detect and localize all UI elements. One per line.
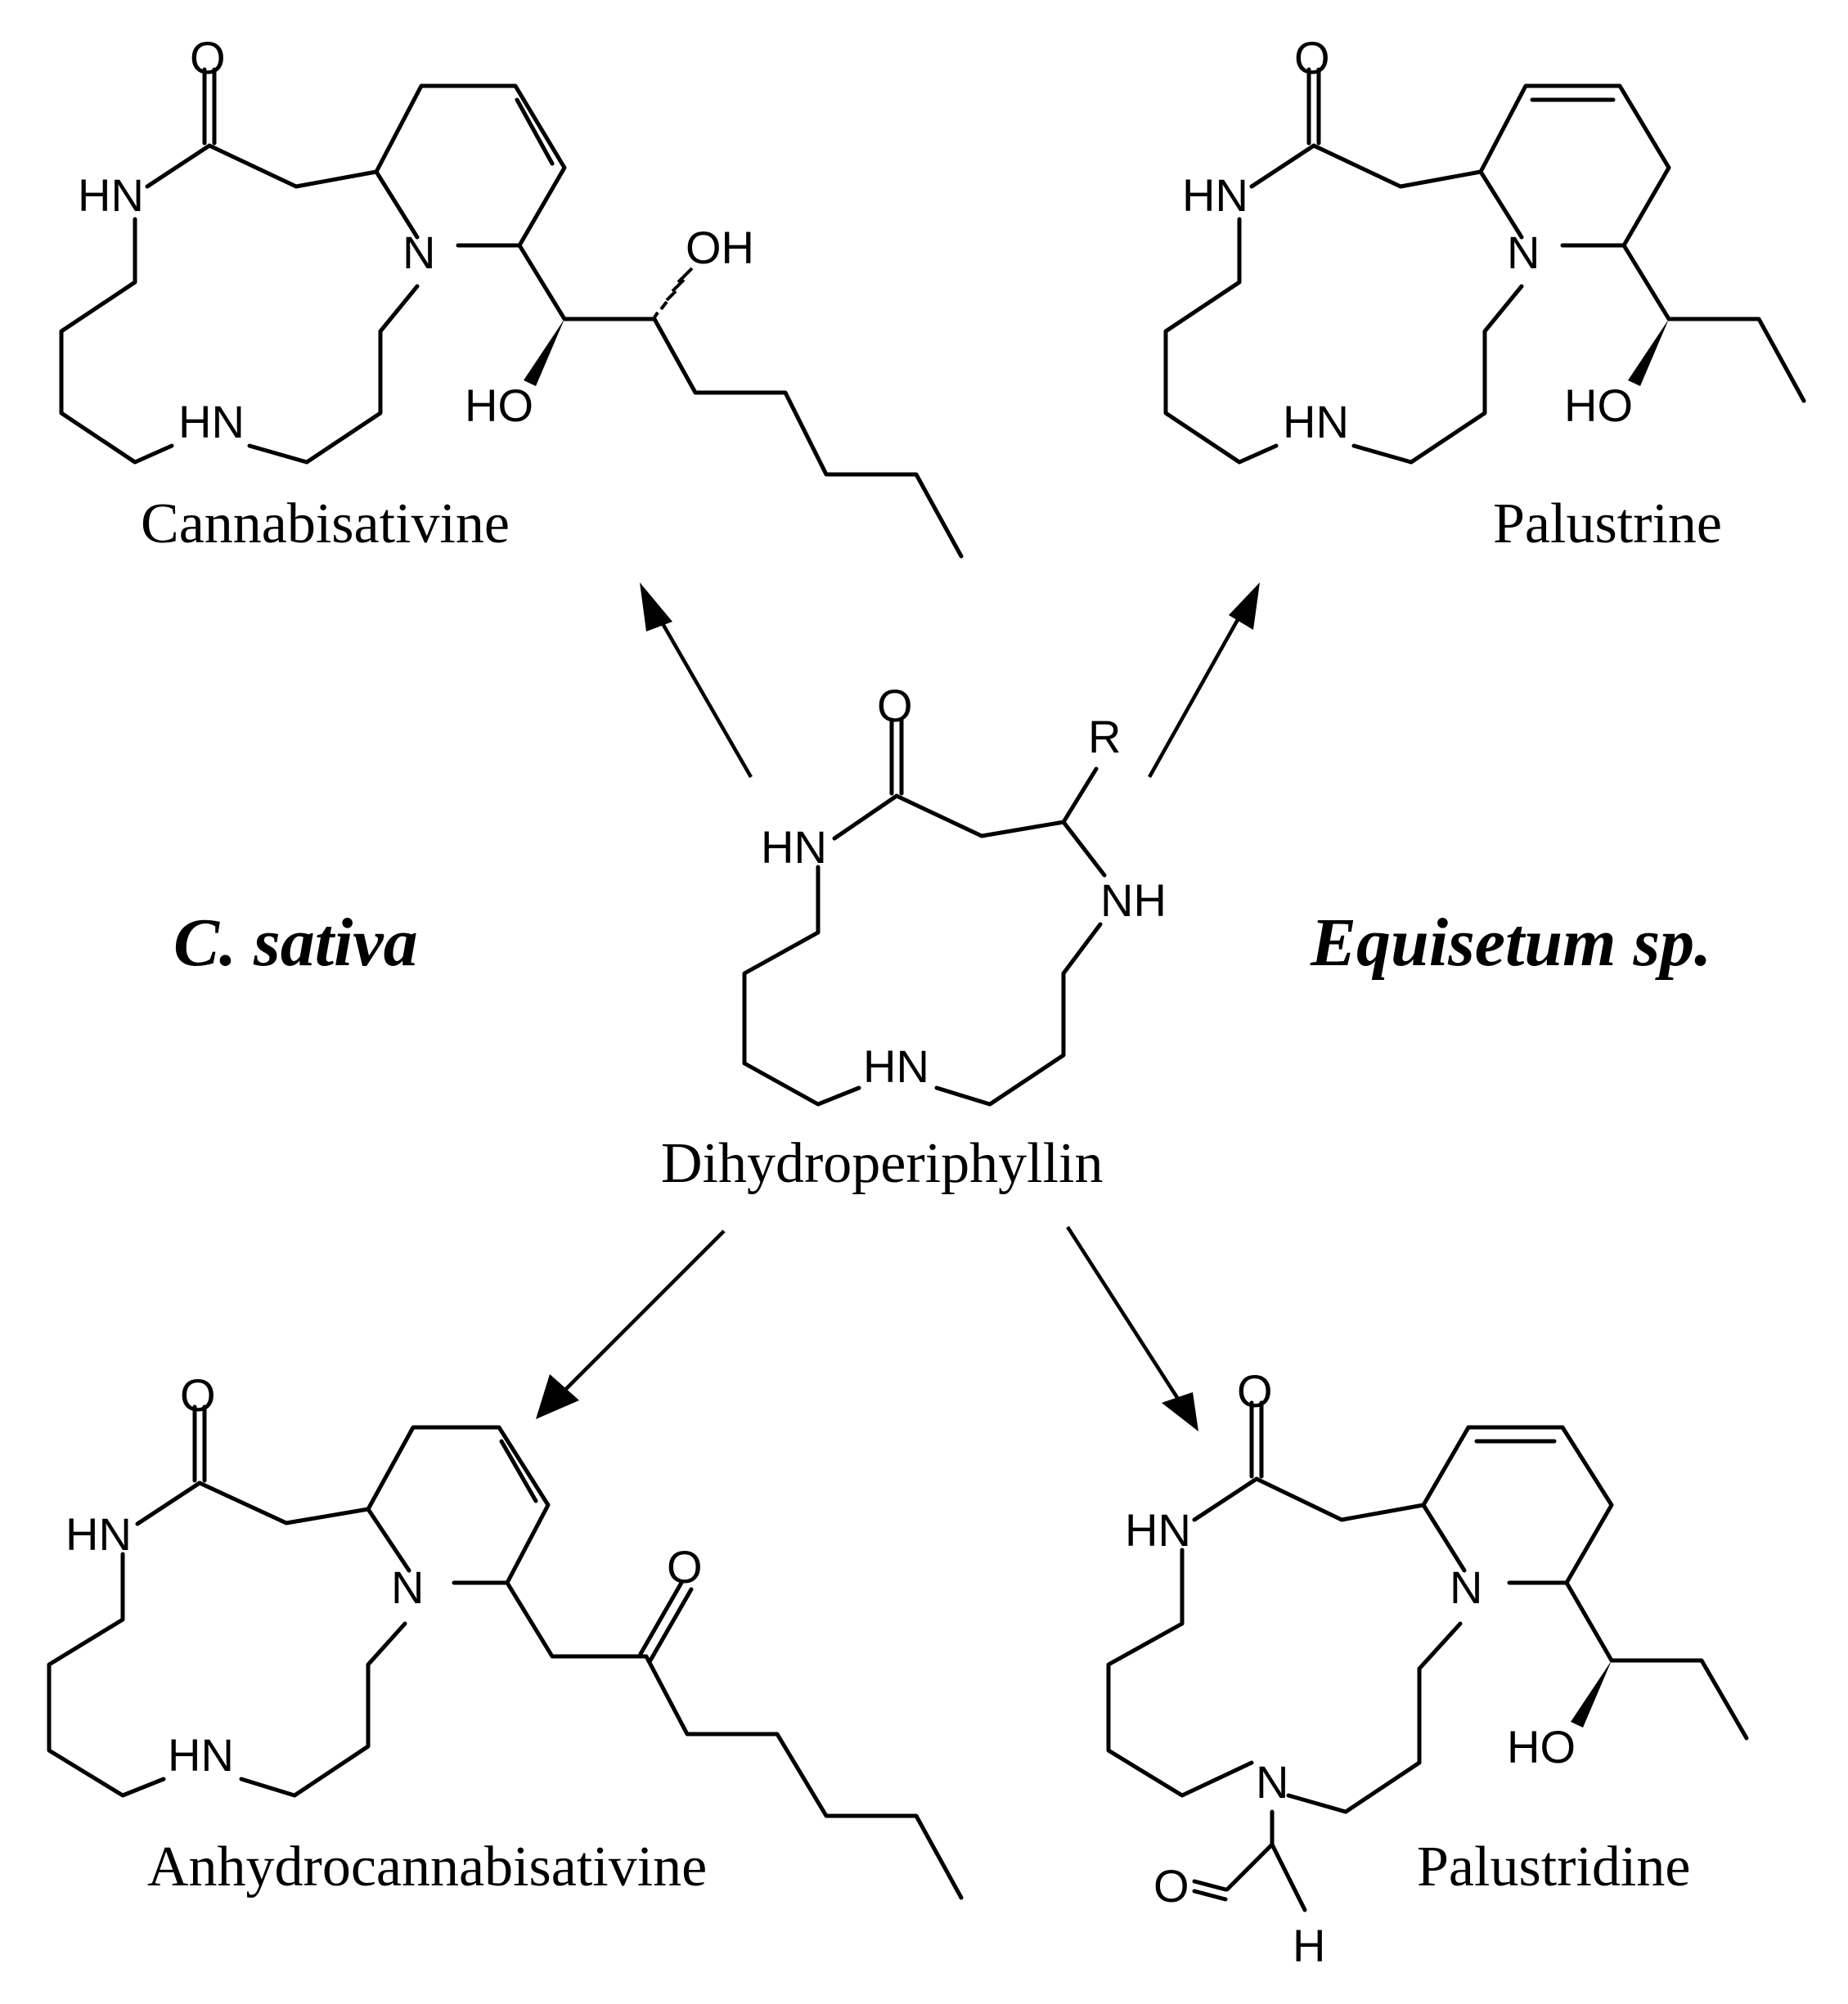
- structure-palustridine: O HN N N HO O H Palustridine: [1106, 1365, 1749, 1971]
- atom-HN: HN: [78, 169, 144, 221]
- atom-O: O: [877, 680, 913, 731]
- atom-N: N: [402, 227, 435, 278]
- arrow-to-palustridine: [1066, 1225, 1198, 1431]
- label-palustrine: Palustrine: [1493, 492, 1722, 555]
- label-dihydroperiphyllin: Dihydroperiphyllin: [661, 1132, 1103, 1195]
- atom-HN: HN: [178, 396, 245, 447]
- label-cannabisativine: Cannabisativine: [141, 492, 510, 555]
- wedge-bond: [524, 319, 564, 386]
- structure-anhydrocannabisativine: O HN N O HN Anhydrocannabisativine: [47, 1369, 964, 1900]
- atom-O: O: [667, 1541, 703, 1593]
- atom-HN: HN: [168, 1729, 234, 1781]
- atom-HN: HN: [1283, 396, 1349, 447]
- atom-OH: OH: [686, 222, 754, 273]
- atom-O: O: [190, 32, 226, 83]
- atom-O: O: [180, 1369, 216, 1421]
- atom-O: O: [1153, 1860, 1189, 1912]
- species-label-right: Equisetum sp.: [1310, 905, 1711, 981]
- atom-HO: HO: [1564, 380, 1633, 431]
- atom-R: R: [1088, 711, 1121, 762]
- atom-O: O: [1237, 1365, 1273, 1417]
- atom-HN: HN: [65, 1508, 132, 1560]
- atom-N: N: [391, 1561, 424, 1613]
- label-palustridine: Palustridine: [1417, 1836, 1690, 1898]
- species-label-left: C. sativa: [173, 905, 418, 981]
- atom-HN: HN: [761, 821, 827, 873]
- atom-HN: HN: [1182, 169, 1248, 221]
- structure-dihydroperiphyllin: O R HN NH HN Dihydroperiphyllin: [661, 680, 1167, 1195]
- atom-O: O: [1294, 32, 1330, 83]
- atom-HN: HN: [1125, 1504, 1191, 1556]
- carbonyl-bond: [202, 67, 217, 146]
- label-anhydrocannabisativine: Anhydrocannabisativine: [147, 1836, 707, 1898]
- arrow-to-cannabisativine: [640, 582, 753, 779]
- atom-HO: HO: [1507, 1721, 1576, 1773]
- atom-HN: HN: [863, 1040, 929, 1092]
- atom-H: H: [1293, 1920, 1325, 1971]
- arrow-to-anhydrocannabisativine: [536, 1229, 726, 1419]
- atom-HO: HO: [465, 380, 533, 431]
- arrow-to-palustrine: [1148, 582, 1260, 779]
- atom-N: N: [1256, 1756, 1288, 1808]
- atom-NH: NH: [1100, 874, 1167, 926]
- structure-palustrine: O HN N HO HN Palustrine: [1163, 32, 1806, 555]
- hashed-bond: [653, 267, 694, 319]
- atom-N: N: [1507, 227, 1540, 278]
- atom-N: N: [1450, 1561, 1482, 1613]
- structure-cannabisativine: O HN N OH HO HN Cannabisativine: [59, 32, 964, 559]
